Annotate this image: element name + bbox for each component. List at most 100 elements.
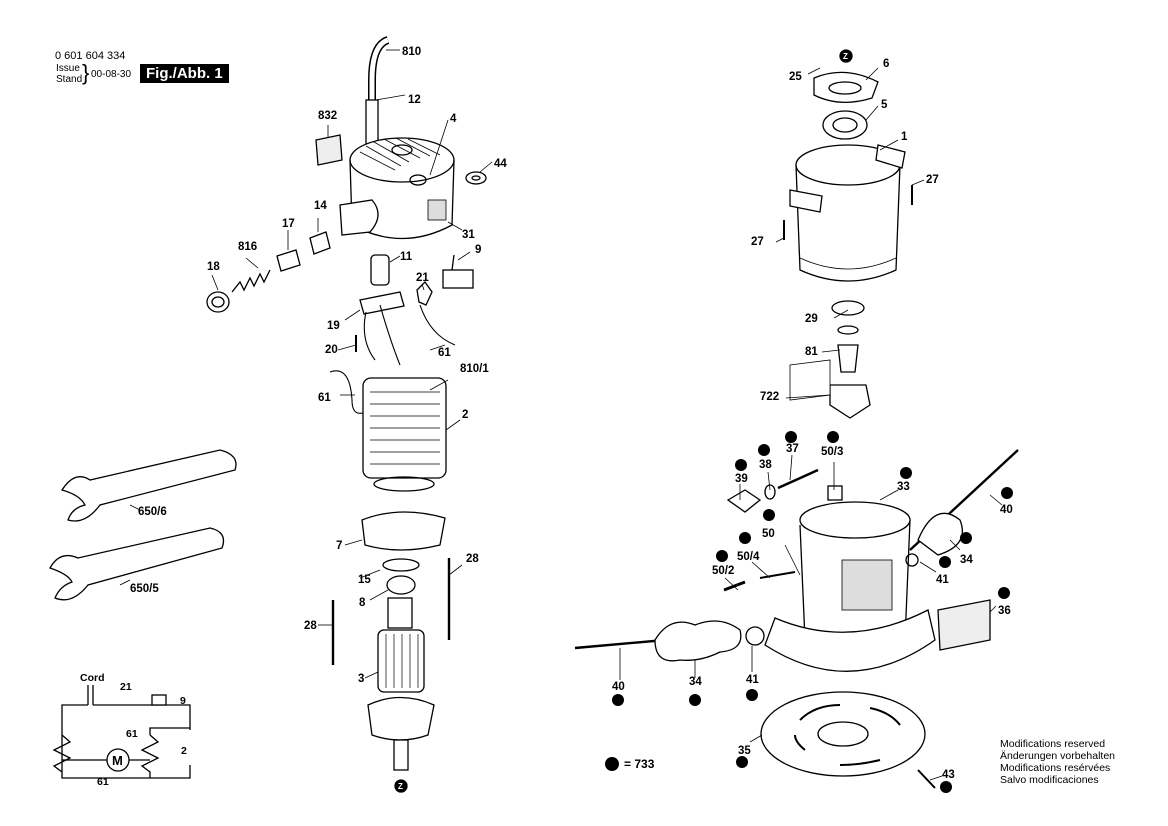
wrench-650-5 bbox=[49, 527, 225, 601]
callout-31: 31 bbox=[462, 229, 475, 241]
callout-6: 6 bbox=[883, 58, 889, 70]
bolt-37 bbox=[777, 468, 819, 490]
callout-36: 36 bbox=[998, 605, 1011, 617]
callout-11: 11 bbox=[400, 251, 413, 263]
callout-25: 25 bbox=[789, 71, 802, 83]
issue-label: Issue bbox=[56, 63, 80, 74]
callout-3: 3 bbox=[358, 673, 364, 685]
callout-50: 50 bbox=[762, 528, 775, 540]
callout-21: 21 bbox=[416, 272, 429, 284]
callout-816: 816 bbox=[238, 241, 257, 253]
z-marker-labels: Z Z bbox=[398, 52, 848, 791]
note-de: Änderungen vorbehalten bbox=[1000, 750, 1116, 762]
callout-2: 2 bbox=[462, 409, 468, 421]
callout-14: 14 bbox=[314, 200, 327, 212]
washer-38 bbox=[764, 484, 776, 500]
motor-housing-1 bbox=[789, 144, 906, 282]
callout-43: 43 bbox=[942, 769, 955, 781]
callout-1: 1 bbox=[901, 131, 908, 143]
bearing-cover-6 bbox=[813, 71, 879, 103]
callout-502: 50/2 bbox=[712, 565, 734, 577]
stator-2 bbox=[362, 377, 447, 492]
callout-38: 38 bbox=[759, 459, 772, 471]
callout-61b: 61 bbox=[318, 392, 331, 404]
note-es: Salvo modificaciones bbox=[1000, 774, 1099, 786]
terminal-19 bbox=[359, 291, 405, 315]
z-marker-top bbox=[839, 49, 853, 63]
callout-61a: 61 bbox=[438, 347, 451, 359]
wiring-schematic bbox=[52, 685, 191, 779]
callout-18: 18 bbox=[207, 261, 220, 273]
schematic-label-9: 9 bbox=[180, 695, 186, 707]
callout-34b: 34 bbox=[689, 676, 702, 688]
nut-44 bbox=[465, 171, 487, 185]
armature-3 bbox=[367, 597, 435, 771]
bullet-markers bbox=[612, 431, 1013, 793]
schematic-label-61b: 61 bbox=[97, 776, 109, 788]
router-base-33 bbox=[764, 501, 936, 672]
callout-5: 5 bbox=[881, 99, 888, 111]
washer-41-left bbox=[745, 626, 765, 646]
callout-9: 9 bbox=[475, 244, 481, 256]
callout-503: 50/3 bbox=[821, 446, 843, 458]
callout-27a: 27 bbox=[926, 174, 939, 186]
base-plate-35 bbox=[760, 691, 926, 777]
schematic-motor-label: M bbox=[112, 753, 123, 768]
power-cord bbox=[365, 36, 390, 146]
legend-text: = 733 bbox=[624, 757, 655, 771]
collet-81 bbox=[837, 344, 859, 373]
z-marker-label-top: Z bbox=[843, 52, 848, 61]
z-marker bbox=[394, 779, 408, 793]
callout-33: 33 bbox=[897, 481, 910, 493]
issue-date: 00-08-30 bbox=[91, 69, 132, 80]
schematic-label-21: 21 bbox=[120, 681, 132, 693]
bearing-5 bbox=[822, 110, 868, 140]
callout-44: 44 bbox=[494, 158, 507, 170]
brush-cap-18 bbox=[206, 291, 230, 313]
part-50-3 bbox=[827, 485, 843, 501]
schematic-label-2: 2 bbox=[181, 745, 187, 757]
callout-810: 810 bbox=[402, 46, 421, 58]
callout-28b: 28 bbox=[466, 553, 479, 565]
note-en: Modifications reserved bbox=[1000, 738, 1106, 750]
leader-lines bbox=[119, 49, 1003, 781]
screw-43 bbox=[917, 769, 936, 789]
wing-nut-39 bbox=[726, 489, 762, 513]
callout-7: 7 bbox=[336, 540, 342, 552]
z-marker-label-bottom: Z bbox=[398, 782, 403, 791]
callout-4: 4 bbox=[450, 113, 457, 125]
callout-29: 29 bbox=[805, 313, 818, 325]
callout-8101: 810/1 bbox=[460, 363, 489, 375]
motor-cap bbox=[349, 137, 455, 240]
callout-6505: 650/5 bbox=[130, 583, 159, 595]
switch-11 bbox=[370, 254, 390, 286]
callout-34a: 34 bbox=[960, 554, 973, 566]
brace-glyph: } bbox=[82, 60, 90, 85]
washer-41-right bbox=[905, 553, 919, 567]
screw-50-2 bbox=[723, 580, 746, 592]
callout-40a: 40 bbox=[1000, 504, 1013, 516]
brush-17 bbox=[276, 249, 301, 272]
callout-41a: 41 bbox=[936, 574, 949, 586]
modification-notes: Modifications reserved Änderungen vorbeh… bbox=[1000, 738, 1115, 786]
callout-41b: 41 bbox=[746, 674, 759, 686]
legend-dot bbox=[605, 757, 619, 771]
collet-nut-722 bbox=[829, 384, 871, 419]
callout-27b: 27 bbox=[751, 236, 764, 248]
callout-35: 35 bbox=[738, 745, 751, 757]
callout-39: 39 bbox=[735, 473, 748, 485]
callout-20: 20 bbox=[325, 344, 338, 356]
nut-29 bbox=[831, 300, 865, 316]
callout-17: 17 bbox=[282, 218, 295, 230]
wrench-650-6 bbox=[60, 449, 237, 522]
callout-832: 832 bbox=[318, 110, 337, 122]
knob-34-right bbox=[917, 512, 964, 556]
schematic-labels: Cord 21 9 61 61 2 M bbox=[80, 672, 187, 788]
part-number: 0 601 604 334 bbox=[55, 50, 126, 62]
label-832 bbox=[315, 134, 343, 166]
stand-label: Stand bbox=[56, 74, 83, 85]
issue-labels: Issue Stand bbox=[56, 63, 82, 85]
